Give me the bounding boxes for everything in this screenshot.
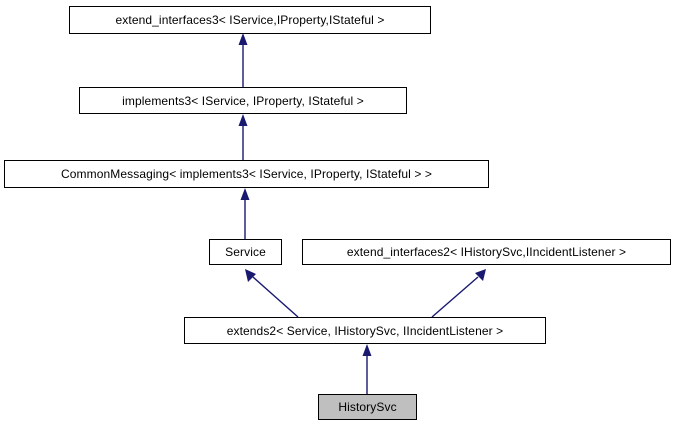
node-label: extend_interfaces3< IService,IProperty,I… bbox=[115, 13, 385, 27]
node-historysvc[interactable]: HistorySvc bbox=[318, 394, 417, 420]
edge-commonmessaging-to-implements3 bbox=[238, 114, 248, 160]
edge-implements3-to-extend-interfaces3 bbox=[238, 33, 248, 87]
edge-historysvc-to-extends2 bbox=[362, 344, 372, 394]
node-label: Service bbox=[225, 245, 266, 259]
node-commonmessaging[interactable]: CommonMessaging< implements3< IService, … bbox=[4, 160, 489, 188]
node-extends2[interactable]: extends2< Service, IHistorySvc, IInciden… bbox=[184, 317, 546, 344]
node-extend-interfaces2[interactable]: extend_interfaces2< IHistorySvc,IInciden… bbox=[302, 239, 671, 265]
node-label: implements3< IService, IProperty, IState… bbox=[122, 93, 364, 108]
edge-extends2-to-service bbox=[245, 269, 299, 318]
node-implements3[interactable]: implements3< IService, IProperty, IState… bbox=[79, 87, 407, 114]
node-label: extends2< Service, IHistorySvc, IInciden… bbox=[226, 323, 504, 338]
edge-extends2-to-extend-interfaces2 bbox=[431, 269, 486, 318]
node-service[interactable]: Service bbox=[209, 239, 282, 265]
node-label: extend_interfaces2< IHistorySvc,IInciden… bbox=[346, 245, 627, 259]
node-extend-interfaces3[interactable]: extend_interfaces3< IService,IProperty,I… bbox=[69, 6, 431, 34]
edge-service-to-commonmessaging bbox=[240, 188, 250, 239]
node-label: CommonMessaging< implements3< IService, … bbox=[60, 167, 432, 181]
node-label: HistorySvc bbox=[338, 400, 397, 414]
